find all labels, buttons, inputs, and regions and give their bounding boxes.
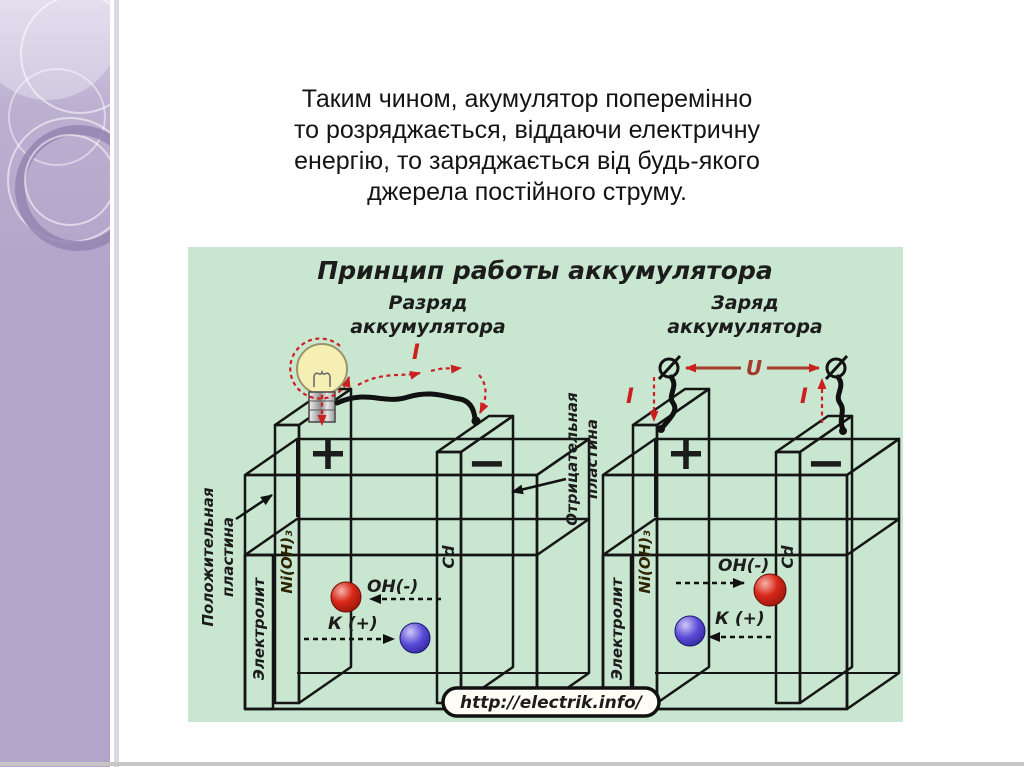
bulb-filament [313,369,331,387]
bulb-glass [296,343,348,395]
battery-principle-diagram: Принцип работы аккумулятора Разряд аккум… [188,247,903,722]
sidebar-ring [15,125,110,251]
hydroxide-ion-ball [330,581,362,613]
plus-sign: + [308,425,348,481]
negative-plate-pointer-arrow [511,477,567,495]
current-hook-arrow [478,374,489,414]
potassium-ion-ball [674,615,706,647]
minus-sign: − [806,435,846,491]
cd-label: Cd [778,545,797,569]
potassium-ion-label: К (+) [715,609,765,629]
discharge-heading-line2: аккумулятора [350,316,506,338]
intro-line: Таким чином, акумулятор поперемінно [301,85,753,113]
positive-plate-label-line2: пластина [219,517,237,597]
cd-label: Cd [439,545,458,569]
ni-plate-edge [273,423,301,705]
source-url-badge: http://electrik.info/ [441,686,661,718]
slide-bottom-border [0,762,1024,766]
discharge-cell: Электролит Cd − Ni(OH)₃ + [243,337,591,711]
discharge-heading-line1: Разряд [389,292,468,314]
electrolyte-label: Электролит [608,577,626,681]
sidebar-ring [24,134,110,226]
current-label: I [412,340,420,364]
positive-plate-pointer-arrow [235,493,273,521]
charge-wire-negative [835,374,846,432]
charge-heading-line2: аккумулятора [667,316,823,338]
hydroxide-ion-ball [753,573,787,607]
hydroxide-ion-label: OH(-) [718,556,769,576]
voltage-label: U [746,356,762,380]
nioh3-label: Ni(OH)₃ [278,530,296,594]
decorative-sidebar [0,0,110,767]
minus-sign: − [467,435,507,491]
wire-joint [839,427,847,435]
current-loop-arrow [289,337,351,400]
negative-plate: Cd − [435,414,515,705]
wire-joint [657,425,665,433]
positive-plate-label-line1: Положительная [199,487,217,626]
sidebar-accent-stripe [114,0,119,767]
source-url: http://electrik.info/ [460,693,644,713]
current-label: I [626,384,634,408]
positive-plate: Ni(OH)₃ + [631,387,711,705]
negative-plate-label-line1: Отрицательная [563,392,581,526]
diagram-title: Принцип работы аккумулятора [317,256,772,285]
discharge-wire [334,391,478,422]
tank-front [601,473,849,711]
intro-line: енергію, то заряджається від будь-якого [294,147,760,175]
electrolyte-label: Электролит [250,577,268,681]
tank-front [243,473,539,711]
charger-terminals: U [657,354,849,381]
current-label: I [800,384,808,408]
potassium-ion-ball [399,622,431,654]
plus-sign: + [666,425,706,481]
intro-paragraph: Таким чином, акумулятор поперемінно то р… [215,84,839,208]
url-pill [441,686,661,718]
diagram-canvas: Принцип работы аккумулятора Разряд аккум… [188,247,903,722]
terminal-slash [657,354,682,381]
intro-line: то розряджається, віддаючи електричну [293,116,761,144]
voltage-label-backing [741,355,767,379]
charge-cell: Электролит Cd − Ni(OH)₃ + [601,354,901,711]
nioh3-label: Ni(OH)₃ [636,530,654,594]
hydroxide-ion-label: OH(-) [367,577,418,597]
negative-plate-annotation: Отрицательная пластина [511,392,601,526]
intro-line: джерела постійного струму. [367,178,687,206]
current-flow-arrow [430,364,462,374]
potassium-ion-label: К (+) [328,614,378,634]
negative-plate-label-line2: пластина [583,419,601,499]
positive-plate-annotation: Положительная пластина [199,487,273,627]
terminal-slash [824,354,849,381]
charge-heading-line1: Заряд [710,292,778,314]
charge-wire-positive [659,374,678,431]
wire-joint [471,416,481,426]
